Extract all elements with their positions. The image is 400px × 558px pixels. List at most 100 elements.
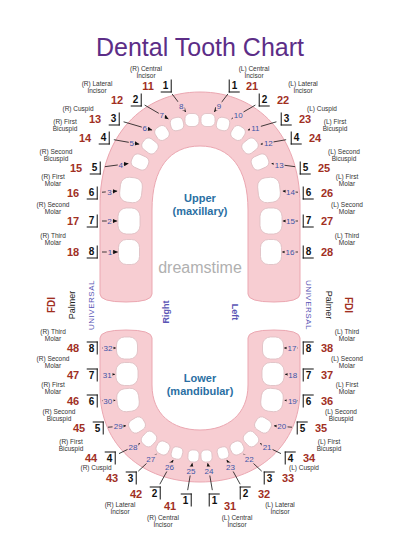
tooth-shape — [216, 446, 230, 460]
universal-number: 2 — [106, 217, 112, 226]
fdi-number: 35 — [315, 423, 327, 434]
palmer-number: 5 — [90, 162, 101, 175]
tooth-shape — [139, 429, 159, 449]
universal-number: 27 — [145, 455, 156, 464]
fdi-number: 24 — [309, 133, 321, 144]
universal-number: 8 — [178, 101, 184, 110]
palmer-number: 1 — [229, 80, 240, 93]
fdi-number: 18 — [67, 247, 79, 258]
tooth-name: (L) First Bicuspid — [315, 119, 355, 132]
leader-lines — [102, 94, 298, 490]
tooth-name: (L) Second Molar — [327, 202, 367, 215]
fdi-number: 12 — [111, 95, 123, 106]
fdi-number: 13 — [89, 114, 101, 125]
universal-number: 29 — [113, 422, 124, 431]
tooth-name: (R) Second Bicuspid — [36, 149, 76, 162]
tooth-name: (L) First Molar — [327, 174, 367, 187]
fdi-number: 42 — [130, 489, 142, 500]
leader-arrow — [244, 454, 262, 471]
tooth-shape — [253, 415, 274, 435]
fdi-number: 43 — [106, 473, 118, 484]
tooth-name: (L) Central Incisor — [217, 515, 257, 528]
palmer-number: 5 — [300, 162, 311, 175]
system-label: UNIVERSAL — [304, 280, 312, 330]
teeth — [116, 114, 284, 463]
leader-arrow — [138, 454, 156, 471]
fdi-number: 38 — [321, 343, 333, 354]
tooth-shape — [229, 124, 248, 143]
tooth-shape — [116, 363, 138, 386]
system-label: Palmer — [68, 291, 77, 320]
universal-number: 12 — [263, 138, 274, 147]
tooth-shape — [154, 439, 172, 457]
tooth-shape — [215, 116, 231, 132]
tooth-shape — [116, 387, 140, 412]
tooth-name: (R) Central Incisor — [126, 66, 166, 79]
fdi-number: 11 — [142, 81, 154, 92]
tooth-name: (R) Cuspid — [76, 465, 116, 472]
palmer-number: 7 — [87, 215, 98, 228]
universal-number: 18 — [287, 370, 298, 379]
fdi-number: 26 — [321, 188, 333, 199]
fdi-number: 45 — [73, 423, 85, 434]
tooth-name: (R) Lateral Incisor — [100, 502, 140, 515]
universal-number: 11 — [250, 123, 260, 132]
tooth-name: (L) Cuspid — [284, 465, 324, 472]
tooth-shape — [257, 176, 281, 203]
tooth-shape — [140, 136, 161, 156]
tooth-name: (R) Central Incisor — [143, 515, 183, 528]
palmer-number: 3 — [264, 472, 275, 485]
tooth-name: (L) First Bicuspid — [309, 439, 349, 452]
palmer-number: 2 — [150, 487, 161, 500]
universal-number: 17 — [287, 344, 298, 353]
tooth-name: (R) First Molar — [33, 382, 73, 395]
palmer-number: 8 — [87, 246, 98, 259]
fdi-number: 16 — [67, 188, 79, 199]
tooth-name: (R) Second Molar — [33, 202, 73, 215]
fdi-number: 36 — [321, 396, 333, 407]
tooth-name: (L) Third Molar — [327, 233, 367, 246]
palmer-number: 3 — [109, 113, 120, 126]
tooth-name: (R) Second Molar — [33, 356, 73, 369]
palmer-number: 7 — [87, 369, 98, 382]
tooth-name: (R) First Molar — [33, 174, 73, 187]
palmer-number: 8 — [87, 342, 98, 355]
universal-number: 1 — [107, 248, 113, 257]
palmer-number: 5 — [297, 422, 308, 435]
palmer-number: 4 — [99, 132, 110, 145]
fdi-number: 22 — [277, 95, 289, 106]
tooth-shape — [119, 240, 140, 265]
universal-number: 30 — [102, 396, 113, 405]
tooth-shape — [260, 208, 282, 234]
fdi-number: 15 — [70, 163, 82, 174]
tooth-shape — [129, 152, 150, 172]
tooth-shape — [118, 208, 140, 234]
universal-number: 32 — [103, 344, 114, 353]
palmer-number: 2 — [131, 94, 142, 107]
fdi-number: 25 — [318, 163, 330, 174]
tooth-name: (R) First Bicuspid — [45, 119, 85, 132]
universal-number: 6 — [141, 123, 147, 132]
tooth-name: (R) First Bicuspid — [51, 439, 91, 452]
leader-arrow — [214, 94, 228, 112]
palmer-number: 7 — [303, 369, 314, 382]
universal-number: 13 — [274, 160, 285, 169]
tooth-shape — [263, 337, 284, 359]
universal-number: 14 — [285, 187, 296, 196]
tooth-name: (L) Lateral Incisor — [283, 81, 323, 94]
tooth-name: (R) Cuspid — [58, 106, 98, 113]
tooth-name: (L) Second Bicuspid — [324, 149, 364, 162]
tooth-shape — [185, 114, 199, 127]
universal-number: 9 — [216, 101, 222, 110]
fdi-number: 28 — [321, 247, 333, 258]
fdi-number: 27 — [321, 216, 333, 227]
side-label: Left — [230, 304, 239, 321]
palmer-number: 4 — [105, 452, 116, 465]
fdi-number: 17 — [67, 216, 79, 227]
tooth-shape — [188, 450, 200, 463]
palmer-number: 1 — [181, 494, 192, 507]
fdi-number: 23 — [299, 114, 311, 125]
tooth-name: (L) Central Incisor — [234, 66, 274, 79]
universal-number: 10 — [233, 111, 244, 120]
